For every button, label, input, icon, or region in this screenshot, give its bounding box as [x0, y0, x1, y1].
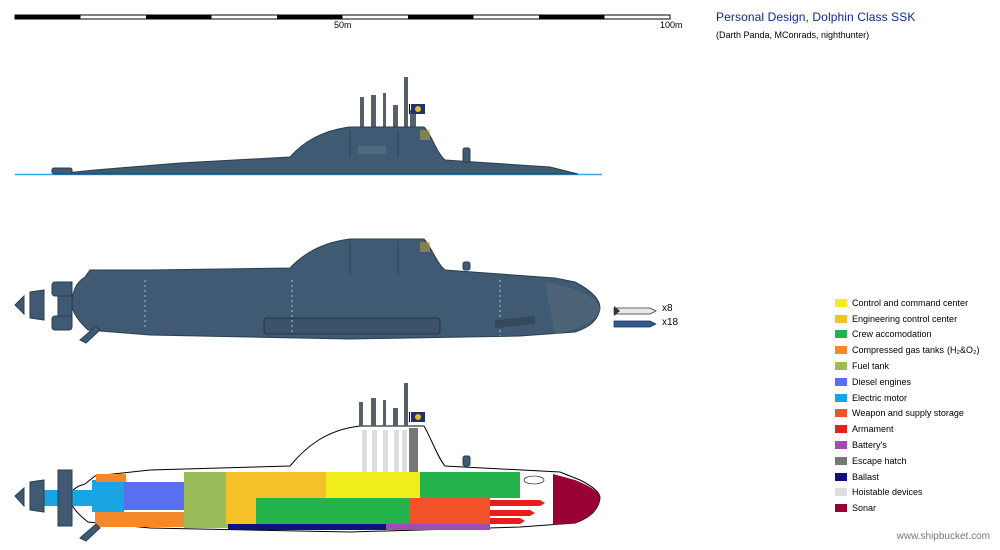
legend-label: Armament: [852, 424, 894, 435]
legend-swatch: [835, 362, 847, 371]
credits: (Darth Panda, MConrads, nighthunter): [716, 30, 870, 40]
torpedo-icon: [613, 306, 657, 316]
legend-swatch: [835, 377, 847, 386]
legend-label: Engineering control center: [852, 313, 958, 324]
legend-swatch: [835, 346, 847, 355]
legend-item: Armament: [835, 421, 1000, 437]
legend-label: Escape hatch: [852, 455, 907, 466]
legend-item: Diesel engines: [835, 374, 1000, 390]
scale-segment: [539, 15, 605, 19]
legend-formula: (H₂&O₂): [947, 345, 980, 356]
legend-label: Hoistable devices: [852, 487, 923, 498]
internal-arrangement-view: [14, 383, 601, 542]
legend-swatch: [835, 504, 847, 513]
legend-label: Control and command center: [852, 297, 969, 308]
legend-label: Sonar: [852, 503, 877, 514]
scale-segment: [146, 15, 212, 19]
scale-bar: [14, 14, 671, 20]
legend-item: Electric motor: [835, 390, 1000, 406]
legend-swatch: [835, 425, 847, 434]
missile-icon: [613, 320, 657, 328]
profile-view-surfaced: [15, 77, 602, 176]
legend-item: Hoistable devices: [835, 485, 1000, 501]
legend-item: Crew accomodation: [835, 327, 1000, 343]
page-title: Personal Design, Dolphin Class SSK: [716, 10, 916, 24]
legend-item: Weapon and supply storage: [835, 406, 1000, 422]
scale-segment: [408, 15, 474, 19]
legend-label: Compressed gas tanks: [852, 345, 945, 356]
legend-item: Engineering control center: [835, 311, 1000, 327]
legend-label: Electric motor: [852, 392, 908, 403]
watermark: www.shipbucket.com: [896, 531, 990, 542]
legend-swatch: [835, 441, 847, 450]
legend-swatch: [835, 456, 847, 465]
legend-item: Battery's: [835, 437, 1000, 453]
legend-swatch: [835, 393, 847, 402]
scale-label-100m: 100m: [660, 20, 683, 30]
legend-swatch: [835, 298, 847, 307]
missile-count: x18: [662, 317, 679, 328]
legend-swatch: [835, 330, 847, 339]
legend-label: Weapon and supply storage: [852, 408, 964, 419]
legend-item: Fuel tank: [835, 358, 1000, 374]
legend-item: Ballast: [835, 469, 1000, 485]
legend-swatch: [835, 472, 847, 481]
legend-label: Battery's: [852, 440, 887, 451]
legend-swatch: [835, 409, 847, 418]
legend-swatch: [835, 314, 847, 323]
legend-label: Ballast: [852, 471, 880, 482]
scale-label-50m: 50m: [334, 20, 352, 30]
legend-item: Sonar: [835, 500, 1000, 516]
legend-label: Fuel tank: [852, 361, 890, 372]
legend-label: Crew accomodation: [852, 329, 932, 340]
legend-item: Escape hatch: [835, 453, 1000, 469]
legend-item: Control and command center: [835, 295, 1000, 311]
torpedo-count: x8: [662, 303, 673, 314]
scale-segment: [277, 15, 343, 19]
legend-item: Compressed gas tanks(H₂&O₂): [835, 342, 1000, 358]
profile-view-submerged: [14, 238, 601, 344]
legend-swatch: [835, 488, 847, 497]
legend-label: Diesel engines: [852, 376, 912, 387]
scale-segment: [15, 15, 81, 19]
